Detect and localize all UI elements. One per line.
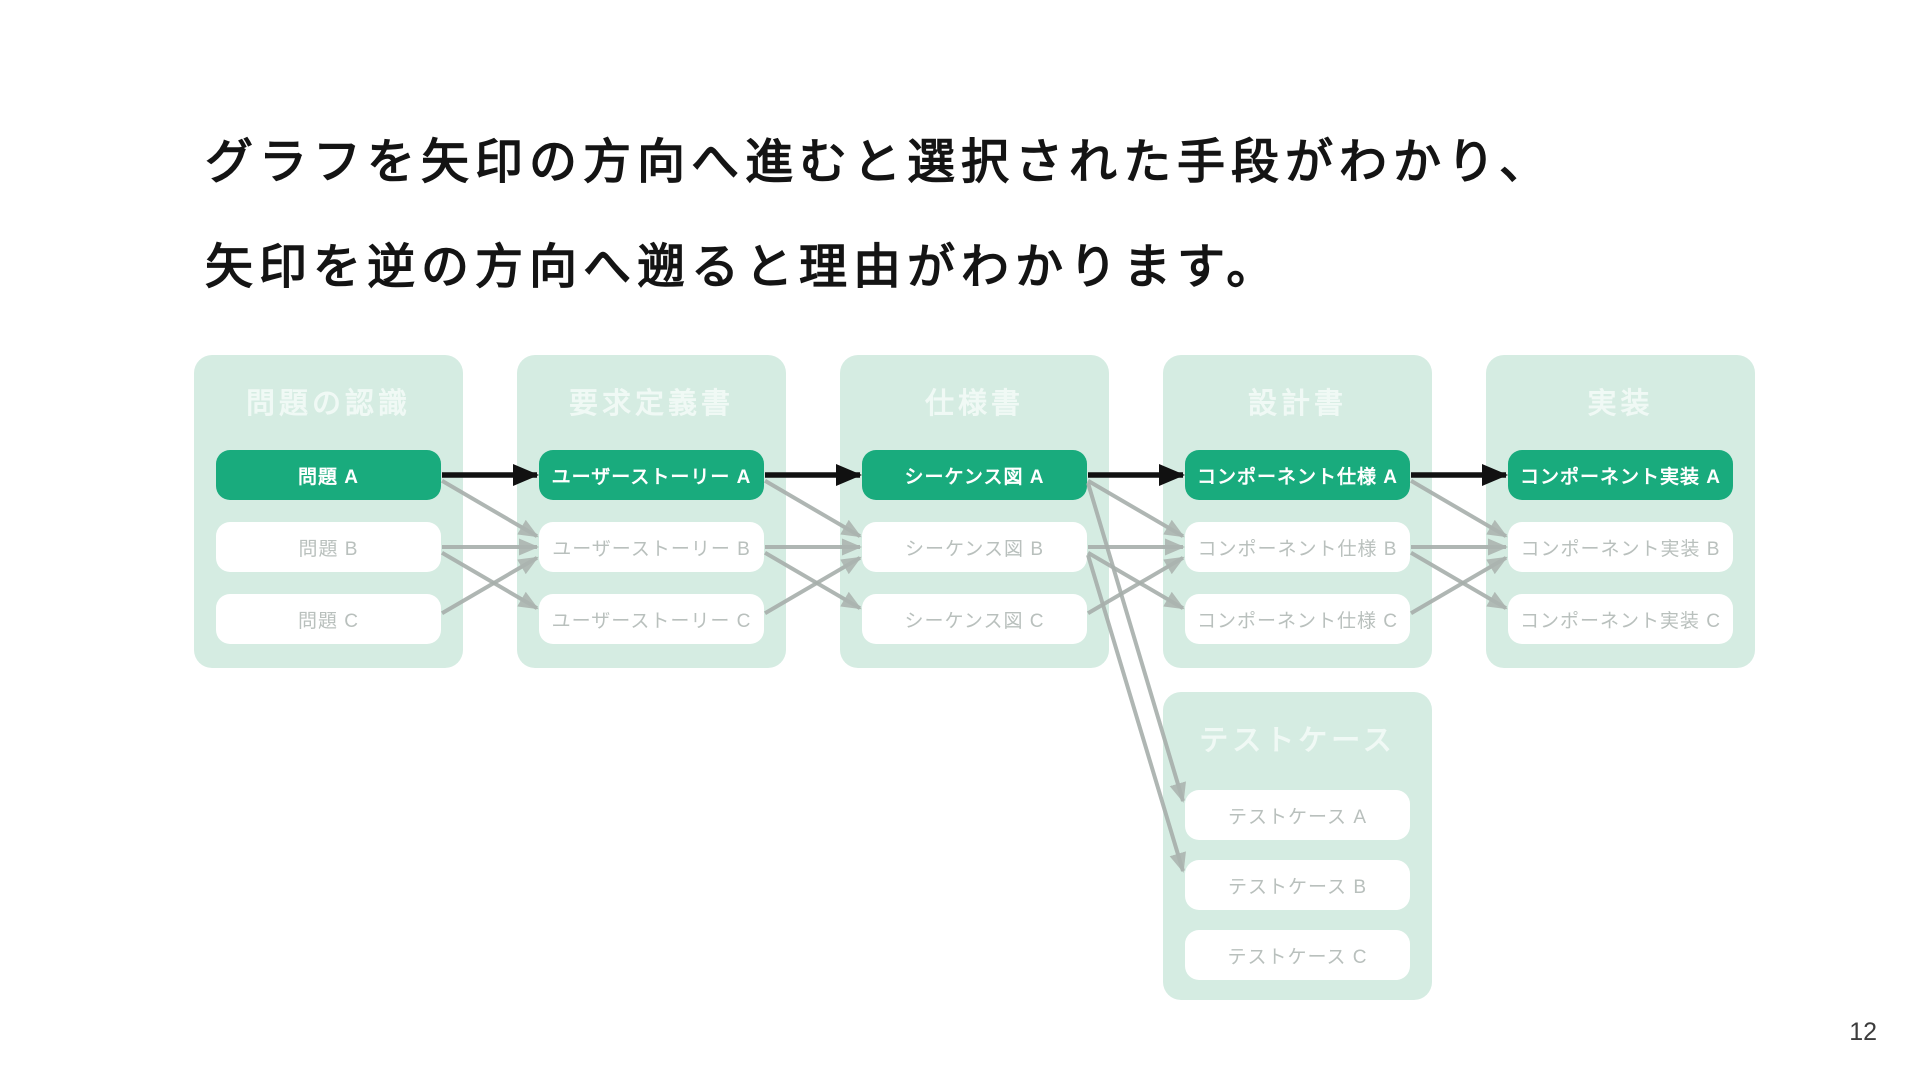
node-design-C: コンポーネント仕様 C	[1185, 594, 1410, 644]
node-spec-C: シーケンス図 C	[862, 594, 1087, 644]
slide-title: グラフを矢印の方向へ進むと選択された手段がわかり、 矢印を逆の方向へ遡ると理由が…	[205, 110, 1553, 320]
group-title-spec: 仕様書	[924, 388, 1024, 420]
group-title-requirements: 要求定義書	[568, 388, 734, 420]
group-title-testcases: テストケース	[1199, 725, 1396, 757]
node-problem-B: 問題 B	[216, 522, 441, 572]
node-implementation-C: コンポーネント実装 C	[1508, 594, 1733, 644]
page-number: 12	[1849, 1018, 1877, 1046]
node-problem-A: 問題 A	[216, 450, 441, 500]
group-title-problem: 問題の認識	[245, 388, 411, 420]
node-testcases-A: テストケース A	[1185, 790, 1410, 840]
group-requirements: 要求定義書ユーザーストーリー A ユーザーストーリー B ユーザーストーリー C	[517, 355, 786, 668]
node-implementation-B: コンポーネント実装 B	[1508, 522, 1733, 572]
node-spec-B: シーケンス図 B	[862, 522, 1087, 572]
title-line-2: 矢印を逆の方向へ遡ると理由がわかります。	[205, 241, 1281, 294]
node-design-B: コンポーネント仕様 B	[1185, 522, 1410, 572]
group-problem: 問題の認識問題 A 問題 B 問題 C	[194, 355, 463, 668]
node-testcases-B: テストケース B	[1185, 860, 1410, 910]
node-implementation-A: コンポーネント実装 A	[1508, 450, 1733, 500]
node-design-A: コンポーネント仕様 A	[1185, 450, 1410, 500]
node-testcases-C: テストケース C	[1185, 930, 1410, 980]
group-testcases: テストケーステストケース A テストケース B テストケース C	[1163, 692, 1432, 1000]
node-problem-C: 問題 C	[216, 594, 441, 644]
group-title-design: 設計書	[1247, 388, 1347, 420]
group-title-implementation: 実装	[1587, 388, 1654, 420]
node-requirements-A: ユーザーストーリー A	[539, 450, 764, 500]
group-design: 設計書コンポーネント仕様 A コンポーネント仕様 B コンポーネント仕様 C	[1163, 355, 1432, 668]
group-spec: 仕様書シーケンス図 A シーケンス図 B シーケンス図 C	[840, 355, 1109, 668]
node-requirements-C: ユーザーストーリー C	[539, 594, 764, 644]
node-spec-A: シーケンス図 A	[862, 450, 1087, 500]
node-requirements-B: ユーザーストーリー B	[539, 522, 764, 572]
title-line-1: グラフを矢印の方向へ進むと選択された手段がわかり、	[205, 136, 1554, 189]
group-implementation: 実装コンポーネント実装 A コンポーネント実装 B コンポーネント実装 C	[1486, 355, 1755, 668]
